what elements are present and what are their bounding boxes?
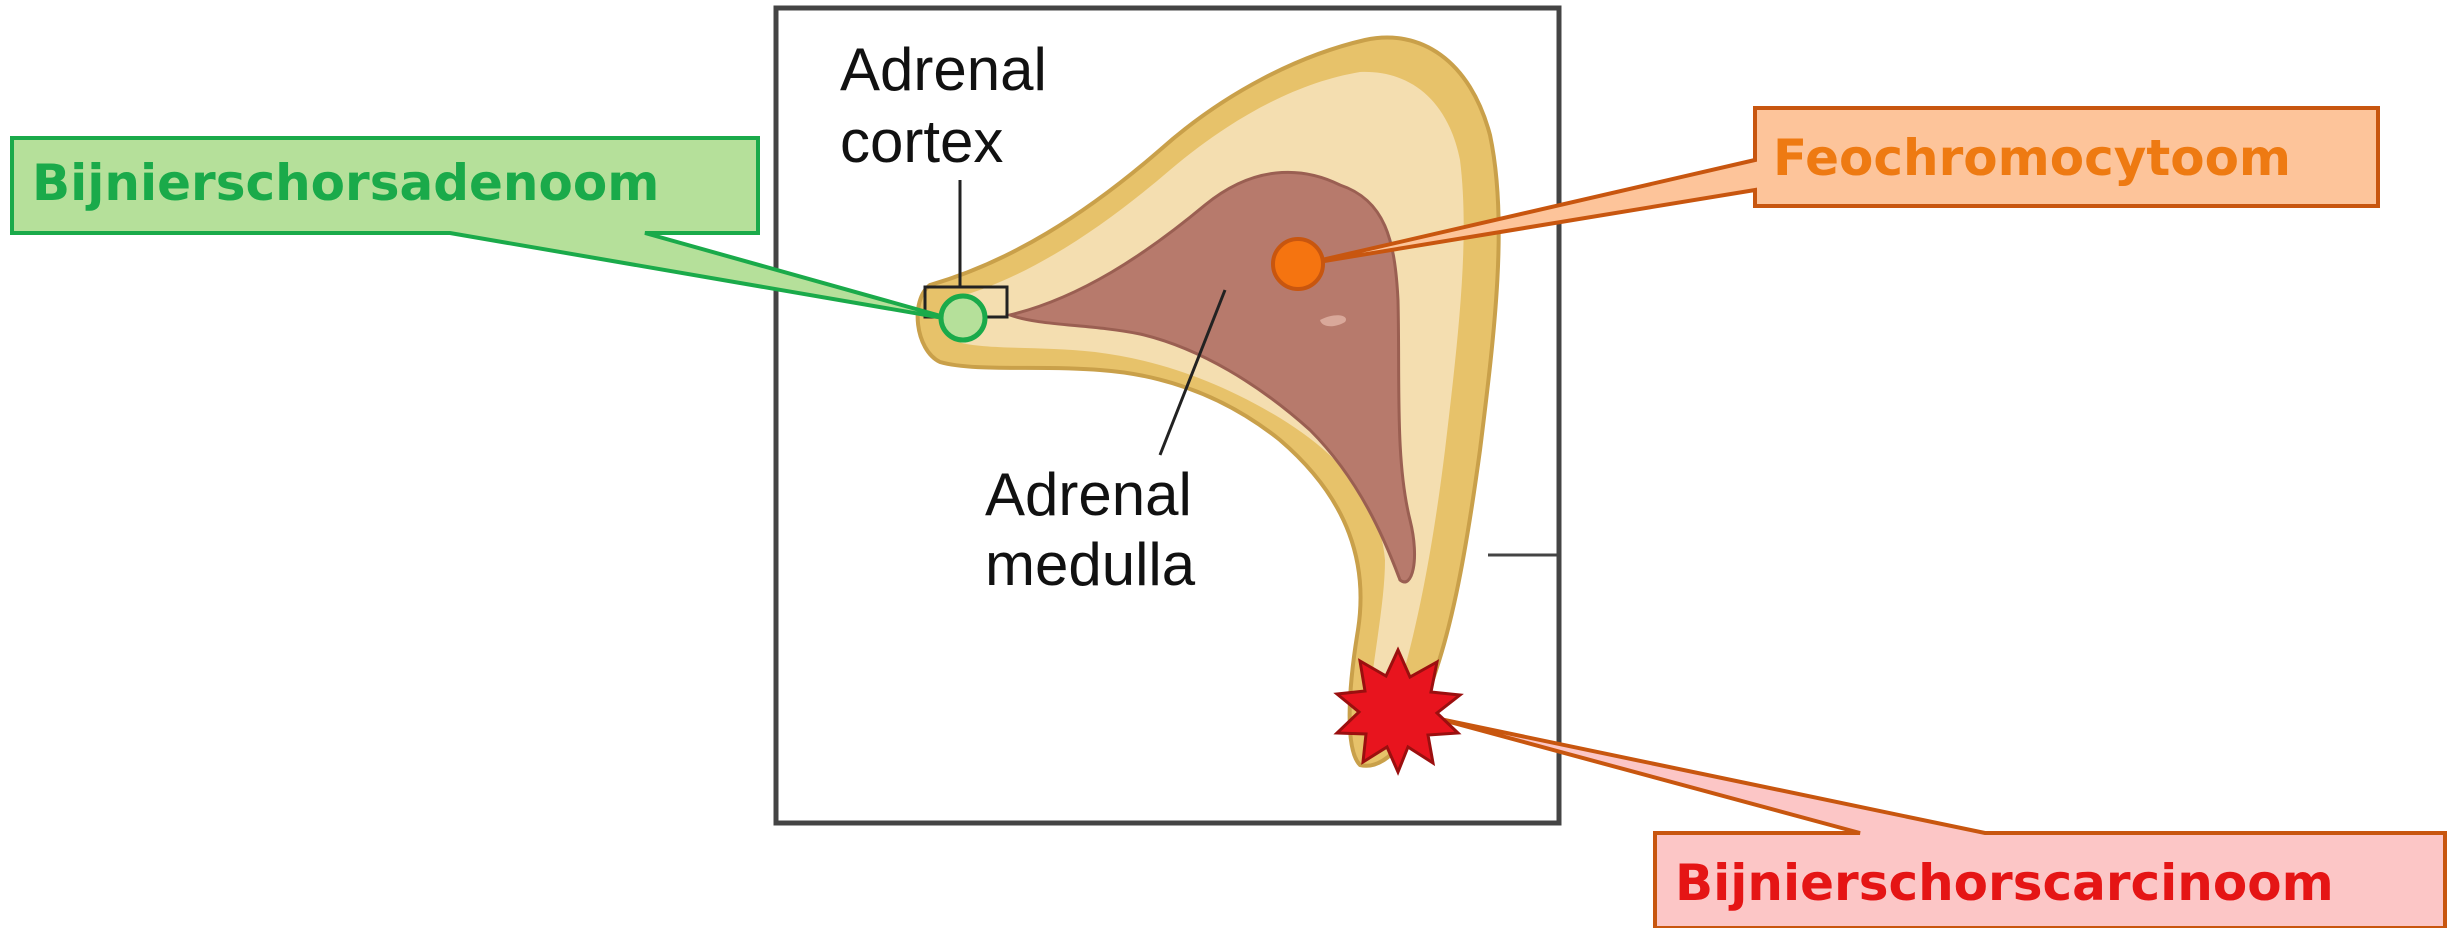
- pheochromocytoma-label: Feochromocytoom: [1773, 129, 2291, 187]
- adenoma-marker-icon: [941, 296, 985, 340]
- carcinoma-label: Bijnierschorscarcinoom: [1675, 854, 2334, 912]
- svg-text:cortex: cortex: [840, 108, 1003, 175]
- svg-text:medulla: medulla: [985, 531, 1196, 598]
- carcinoma-callout: Bijnierschorscarcinoom: [1435, 718, 2445, 928]
- adenoma-label: Bijnierschorsadenoom: [32, 154, 659, 212]
- svg-text:Adrenal: Adrenal: [985, 461, 1192, 528]
- pheochromocytoma-marker-icon: [1273, 239, 1323, 289]
- svg-text:Adrenal: Adrenal: [840, 36, 1047, 103]
